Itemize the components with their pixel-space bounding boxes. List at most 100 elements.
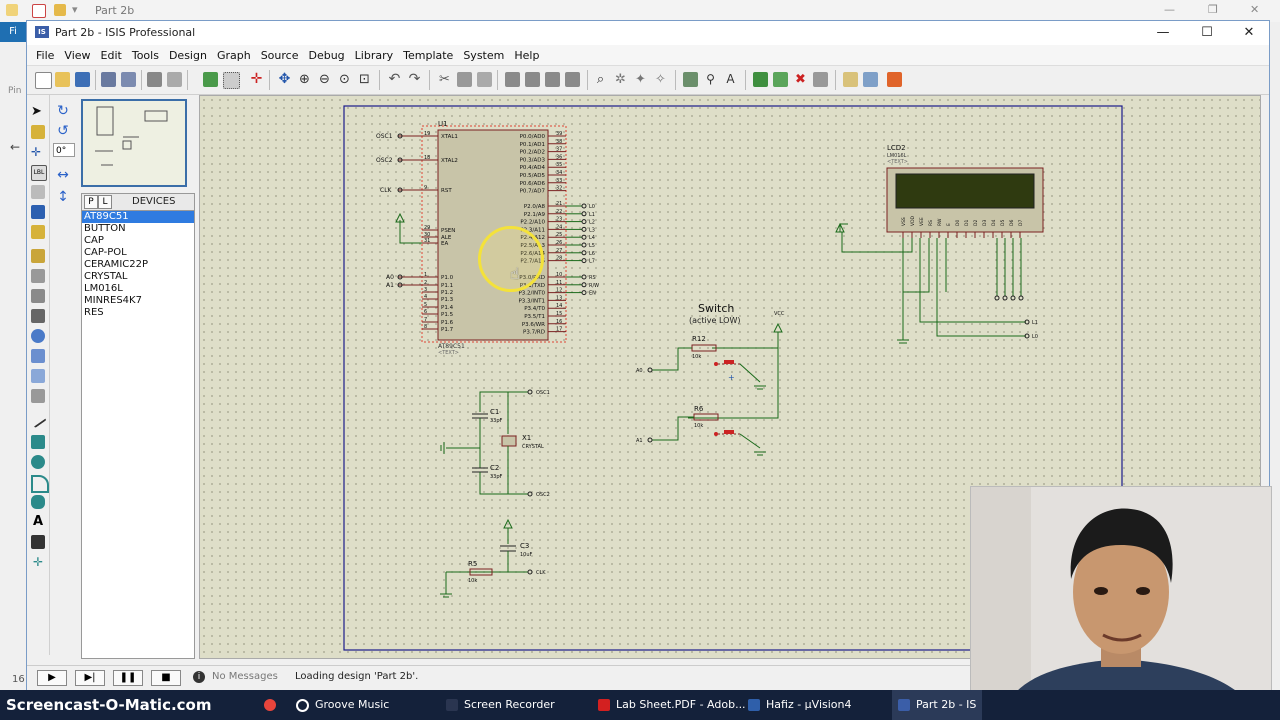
- back-arrow-icon[interactable]: ←: [10, 140, 21, 154]
- pick-from-library-button[interactable]: P: [84, 195, 98, 209]
- minimize-button[interactable]: —: [1156, 25, 1170, 40]
- zoom-all-icon[interactable]: ⊙: [339, 72, 350, 87]
- device-item[interactable]: CRYSTAL: [84, 271, 128, 282]
- import-icon[interactable]: [101, 72, 116, 87]
- netlist-to-ares-icon[interactable]: [887, 72, 902, 87]
- taskbar-groove-music[interactable]: Groove Music: [296, 690, 389, 720]
- wire-label-icon[interactable]: LBL: [31, 165, 47, 181]
- print-icon[interactable]: [147, 72, 162, 87]
- selection-mode-icon[interactable]: ➤: [31, 104, 42, 119]
- copy-icon[interactable]: [457, 72, 472, 87]
- menu-design[interactable]: Design: [168, 48, 207, 62]
- menu-system[interactable]: System: [463, 48, 505, 62]
- device-item[interactable]: AT89C51: [82, 211, 194, 223]
- graph-icon[interactable]: [31, 289, 45, 303]
- save-icon[interactable]: [75, 72, 90, 87]
- voltage-probe-icon[interactable]: [31, 349, 45, 363]
- dropdown-icon[interactable]: ▾: [72, 3, 78, 16]
- open-folder-icon[interactable]: [55, 72, 70, 87]
- taskbar-acrobat[interactable]: Lab Sheet.PDF - Adob...: [598, 690, 746, 720]
- bill-of-materials-icon[interactable]: [843, 72, 858, 87]
- device-item[interactable]: BUTTON: [84, 223, 126, 234]
- device-item[interactable]: RES: [84, 307, 104, 318]
- restore-icon[interactable]: ❐: [1208, 3, 1218, 16]
- redo-icon[interactable]: ↷: [408, 71, 421, 87]
- undo-icon[interactable]: ↶: [388, 71, 401, 87]
- menu-tools[interactable]: Tools: [131, 48, 159, 62]
- library-manager-button[interactable]: L: [98, 195, 112, 209]
- zoom-to-child-icon[interactable]: [813, 72, 828, 87]
- menu-debug[interactable]: Debug: [308, 48, 345, 62]
- pick-device-icon[interactable]: ⌕: [596, 72, 605, 87]
- menu-edit[interactable]: Edit: [100, 48, 122, 62]
- symbol-icon[interactable]: [31, 535, 45, 549]
- zoom-area-icon[interactable]: ⊡: [359, 72, 370, 87]
- decompose-icon[interactable]: ✧: [655, 72, 666, 87]
- block-move-icon[interactable]: [525, 72, 540, 87]
- remove-sheet-icon[interactable]: [773, 72, 788, 87]
- menu-source[interactable]: Source: [260, 48, 299, 62]
- zoom-in-icon[interactable]: ⊕: [299, 72, 310, 87]
- pause-button[interactable]: ❚❚: [113, 670, 143, 686]
- menu-graph[interactable]: Graph: [216, 48, 251, 62]
- print-area-icon[interactable]: [167, 72, 182, 87]
- bus-icon[interactable]: [31, 205, 45, 219]
- new-sheet-icon[interactable]: [753, 72, 768, 87]
- path-icon[interactable]: [31, 495, 45, 509]
- zoom-out-icon[interactable]: ⊖: [319, 72, 330, 87]
- block-delete-icon[interactable]: [565, 72, 580, 87]
- grid-icon[interactable]: [223, 72, 240, 89]
- arc-icon[interactable]: [31, 475, 49, 493]
- mirror-vertical-icon[interactable]: ↕: [57, 189, 69, 205]
- device-item[interactable]: LM016L: [84, 283, 123, 294]
- make-device-icon[interactable]: ✲: [615, 72, 626, 87]
- maximize-button[interactable]: ☐: [1201, 25, 1213, 40]
- refresh-icon[interactable]: [203, 72, 218, 87]
- taskbar-uvision[interactable]: Hafiz - µVision4: [748, 690, 852, 720]
- menu-library[interactable]: Library: [354, 48, 394, 62]
- device-item[interactable]: CAP: [84, 235, 104, 246]
- mirror-horizontal-icon[interactable]: ↔: [57, 167, 69, 183]
- rotate-clockwise-icon[interactable]: ↻: [57, 103, 69, 119]
- menu-view[interactable]: View: [64, 48, 91, 62]
- line-icon[interactable]: [29, 411, 47, 429]
- device-item[interactable]: MINRES4K7: [84, 295, 142, 306]
- virtual-instruments-icon[interactable]: [31, 389, 45, 403]
- current-probe-icon[interactable]: [31, 369, 45, 383]
- message-count[interactable]: No Messages: [212, 671, 278, 682]
- taskbar-chrome[interactable]: [264, 690, 282, 720]
- taskbar-isis[interactable]: Part 2b - IS: [892, 690, 983, 720]
- cut-icon[interactable]: ✂: [439, 72, 450, 87]
- box-icon[interactable]: [31, 435, 45, 449]
- block-copy-icon[interactable]: [505, 72, 520, 87]
- text-icon[interactable]: A: [32, 514, 44, 529]
- play-button[interactable]: ▶: [37, 670, 67, 686]
- circle-icon[interactable]: [31, 455, 45, 469]
- menu-file[interactable]: File: [36, 48, 55, 62]
- pan-icon[interactable]: ✥: [278, 71, 291, 87]
- device-pins-icon[interactable]: [31, 269, 45, 283]
- background-file-tab[interactable]: Fi: [0, 22, 26, 42]
- device-item[interactable]: CERAMIC22P: [84, 259, 148, 270]
- device-item[interactable]: CAP-POL: [84, 247, 127, 258]
- new-file-icon[interactable]: [35, 72, 52, 89]
- packaging-tool-icon[interactable]: ✦: [635, 72, 646, 87]
- property-tool-icon[interactable]: A: [726, 72, 735, 86]
- subcircuit-icon[interactable]: [31, 225, 45, 239]
- block-rotate-icon[interactable]: [545, 72, 560, 87]
- rotation-angle-field[interactable]: 0°: [53, 143, 75, 157]
- component-mode-icon[interactable]: [31, 125, 45, 139]
- search-tag-icon[interactable]: ⚲: [706, 72, 715, 86]
- electrical-rules-check-icon[interactable]: [863, 72, 878, 87]
- minimize-icon[interactable]: —: [1164, 3, 1175, 16]
- terminals-icon[interactable]: [31, 249, 45, 263]
- paste-icon[interactable]: [477, 72, 492, 87]
- menu-template[interactable]: Template: [403, 48, 454, 62]
- export-icon[interactable]: [121, 72, 136, 87]
- taskbar-screen-recorder[interactable]: Screen Recorder: [446, 690, 555, 720]
- overview-window[interactable]: [81, 99, 187, 187]
- rotate-anticlockwise-icon[interactable]: ↺: [57, 123, 69, 139]
- tape-recorder-icon[interactable]: [31, 309, 45, 323]
- menu-help[interactable]: Help: [514, 48, 540, 62]
- wire-autorouter-icon[interactable]: [683, 72, 698, 87]
